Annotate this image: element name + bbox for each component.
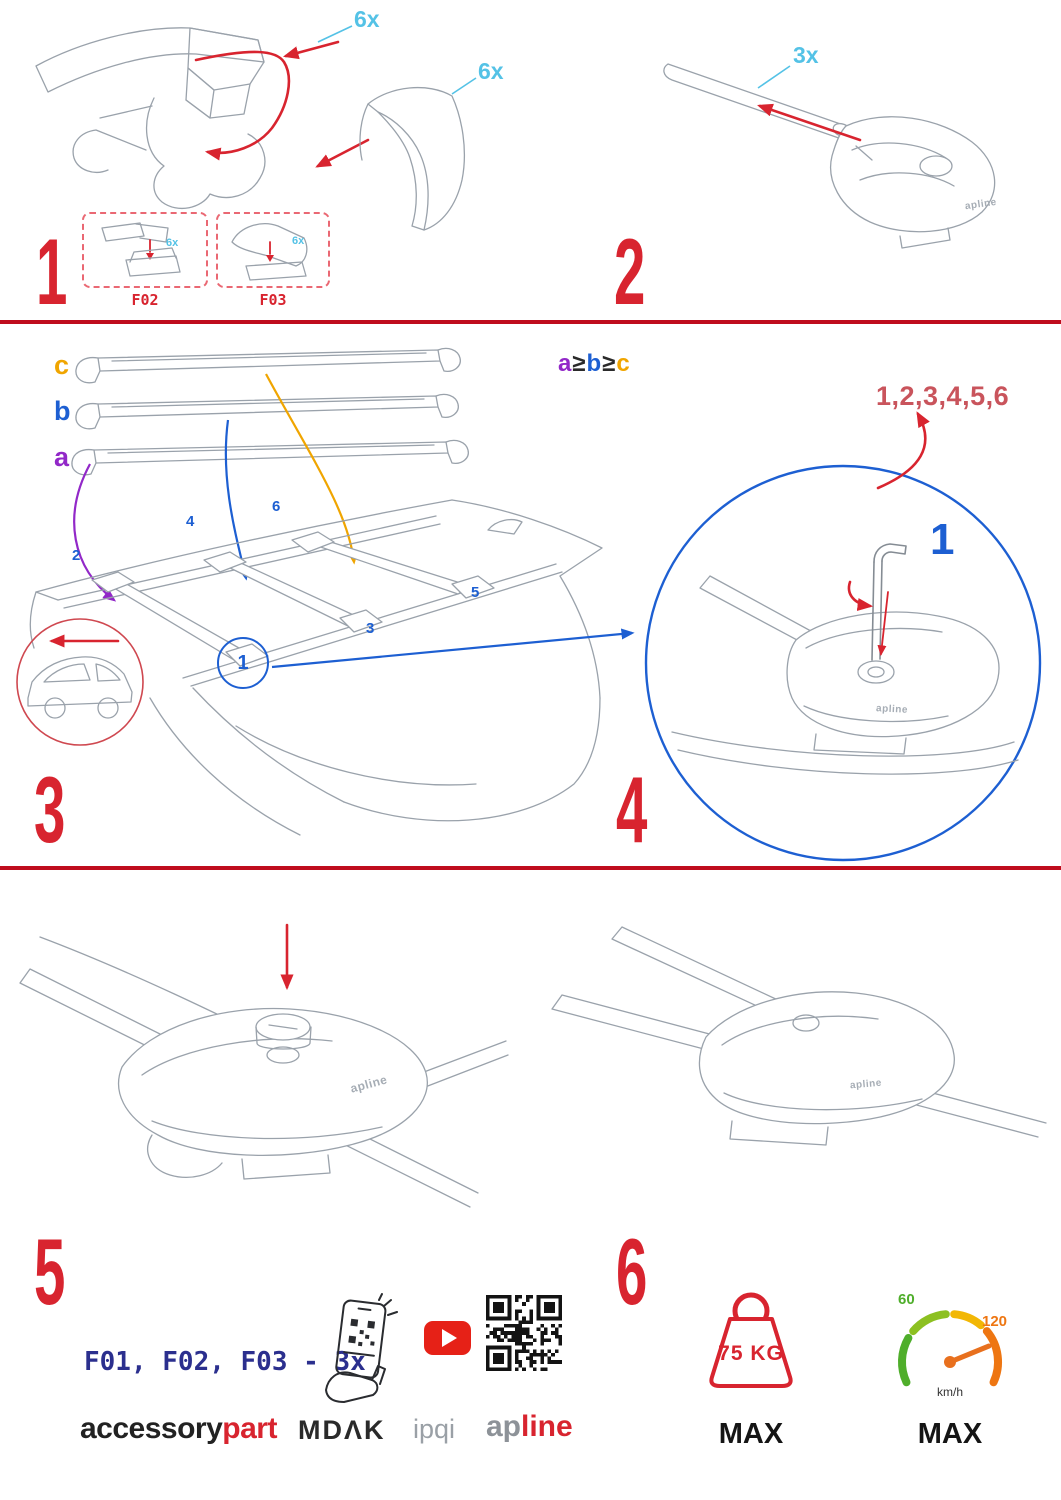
quantity-label-box-f02: 6x (166, 237, 179, 249)
brand-apline: apline (486, 1412, 573, 1442)
knob-foot-drawing (19, 923, 509, 1208)
bar-label-a: a (54, 442, 70, 472)
step-number-2: 2 (614, 219, 645, 324)
crossbar-c-drawing (75, 347, 461, 384)
car-direction-inset (16, 618, 144, 746)
quantity-label-bars: 3x (793, 42, 819, 68)
roof-assembly-drawing (16, 347, 1042, 862)
crossbar-end-drawing (663, 63, 996, 249)
position-label-3: 3 (366, 620, 375, 637)
part-box-f02-sketch (101, 222, 181, 277)
mounted-foot-drawing (551, 926, 1047, 1146)
quantity-label-covers: 6x (354, 6, 380, 32)
parts-quantity-line: F01, F02, F03 - 3x (84, 1347, 366, 1377)
play-triangle-icon (441, 1329, 457, 1347)
length-order-formula: a≥b≥c (558, 352, 631, 376)
quantity-label-box-f03: 6x (292, 235, 305, 247)
weight-icon (709, 1292, 793, 1388)
zoom-pointer-arrow (271, 628, 635, 669)
speedometer-icon (898, 1310, 1003, 1387)
qr-code-icon (486, 1295, 562, 1371)
part-code-f03: F03 (259, 291, 287, 309)
youtube-icon (424, 1321, 471, 1355)
foot-clamp-exploded-drawing (35, 25, 477, 210)
leader-bar-c (265, 373, 359, 565)
brand-accessory-part1: accessory (80, 1412, 223, 1445)
brand-accessorypart: accessorypart (80, 1414, 277, 1444)
part-box-f03-sketch (231, 223, 308, 281)
formula-term-c: c (616, 350, 631, 377)
step-number-1: 1 (36, 219, 67, 324)
bar-label-b: b (54, 396, 71, 426)
formula-term-b: b (586, 350, 603, 377)
tightening-sequence: 1,2,3,4,5,6 (876, 381, 1010, 411)
max-load-label: MAX (718, 1418, 784, 1450)
bar-label-c: c (54, 350, 70, 380)
formula-ge: ≥ (572, 350, 587, 377)
part-box-f02 (82, 212, 208, 288)
step-number-6: 6 (616, 1219, 647, 1324)
part-box-f03 (216, 212, 330, 288)
foot-brand-mark: apline (875, 703, 909, 716)
sequence-first-callout: 1 (930, 515, 955, 564)
position-label-2: 2 (72, 547, 81, 564)
torque-foot-zoom-drawing (644, 411, 1042, 862)
crossbar-b-drawing (75, 393, 459, 430)
leader-bar-a (73, 463, 117, 602)
crossbar-a-drawing (71, 439, 469, 476)
speed-unit-label: km/h (936, 1385, 963, 1399)
max-speed-label: MAX (917, 1418, 983, 1450)
brand-accessory-part2: part (222, 1412, 277, 1445)
roof-crossbar-3 (291, 531, 495, 599)
part-code-f02: F02 (131, 291, 159, 309)
step1-step2-drawings (35, 25, 996, 249)
speed-high-label: 120 (982, 1313, 1008, 1330)
section-divider (0, 320, 1061, 324)
qr-scan-hand-icon (325, 1293, 398, 1403)
max-speed-icon: 60 120 km/h (882, 1286, 1018, 1408)
position-label-1-circled: 1 (217, 637, 269, 689)
brand-apline-part1: ap (486, 1410, 522, 1443)
brand-mdak: MDΛK (298, 1415, 386, 1445)
speed-low-label: 60 (898, 1291, 915, 1308)
position-label-4: 4 (186, 513, 195, 530)
formula-ge: ≥ (602, 350, 617, 377)
max-load-icon: 75 KG (688, 1286, 814, 1408)
roof-crossbar-2 (203, 551, 383, 633)
brand-ipqi: ipqi (413, 1414, 456, 1444)
position-label-5: 5 (471, 584, 480, 601)
step-number-4: 4 (616, 757, 647, 862)
formula-term-a: a (558, 350, 573, 377)
detail-drawings (19, 923, 1047, 1208)
max-load-value: 75 KG (718, 1342, 784, 1365)
quantity-label-pads: 6x (478, 58, 504, 84)
position-label-6: 6 (272, 498, 281, 515)
rubber-pad-drawing (359, 86, 466, 231)
brand-apline-part2: line (521, 1410, 573, 1443)
step-number-5: 5 (34, 1219, 65, 1324)
section-divider (0, 866, 1061, 870)
step-number-3: 3 (34, 757, 65, 862)
